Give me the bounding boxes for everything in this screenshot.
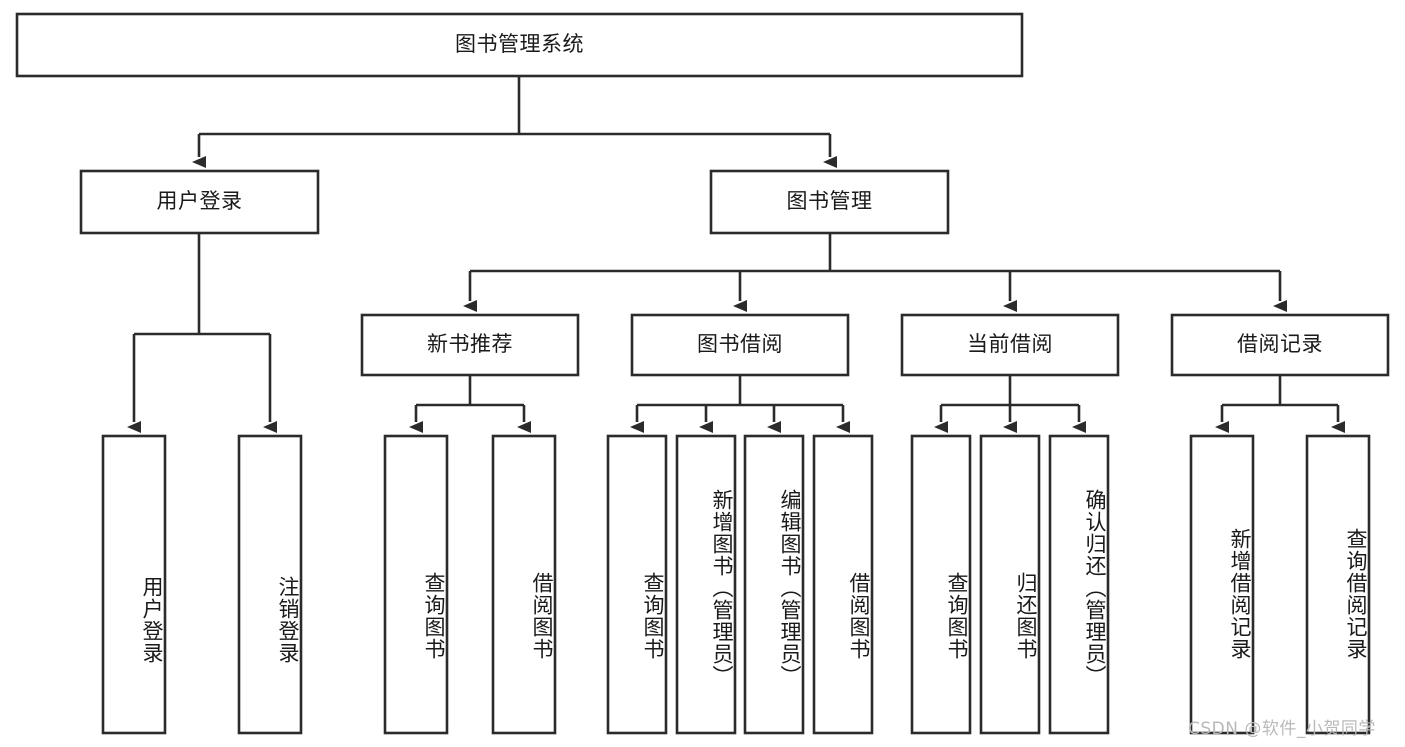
node-box-borrow-record[interactable] [1170, 313, 1390, 377]
node-box-leaf-borrow-record-2[interactable] [1305, 434, 1371, 735]
node-box-leaf-user-login-1[interactable] [101, 434, 167, 735]
node-box-leaf-book-borrow-3[interactable] [743, 434, 805, 735]
node-box-root[interactable] [15, 12, 1024, 78]
node-box-leaf-book-borrow-4[interactable] [812, 434, 874, 735]
node-box-new-book-recommend[interactable] [360, 313, 580, 377]
node-box-user-login[interactable] [79, 169, 320, 235]
node-box-book-manage[interactable] [709, 169, 950, 235]
node-box-leaf-current-borrow-2[interactable] [979, 434, 1041, 735]
node-box-leaf-user-login-2[interactable] [237, 434, 303, 735]
node-box-book-borrow[interactable] [630, 313, 850, 377]
node-box-leaf-book-borrow-1[interactable] [606, 434, 668, 735]
node-box-leaf-new-book-1[interactable] [383, 434, 449, 735]
node-box-leaf-current-borrow-1[interactable] [910, 434, 972, 735]
node-box-current-borrow[interactable] [900, 313, 1120, 377]
node-box-leaf-borrow-record-1[interactable] [1189, 434, 1255, 735]
node-box-leaf-book-borrow-2[interactable] [675, 434, 737, 735]
node-box-leaf-current-borrow-3[interactable] [1048, 434, 1110, 735]
node-box-leaf-new-book-2[interactable] [491, 434, 557, 735]
